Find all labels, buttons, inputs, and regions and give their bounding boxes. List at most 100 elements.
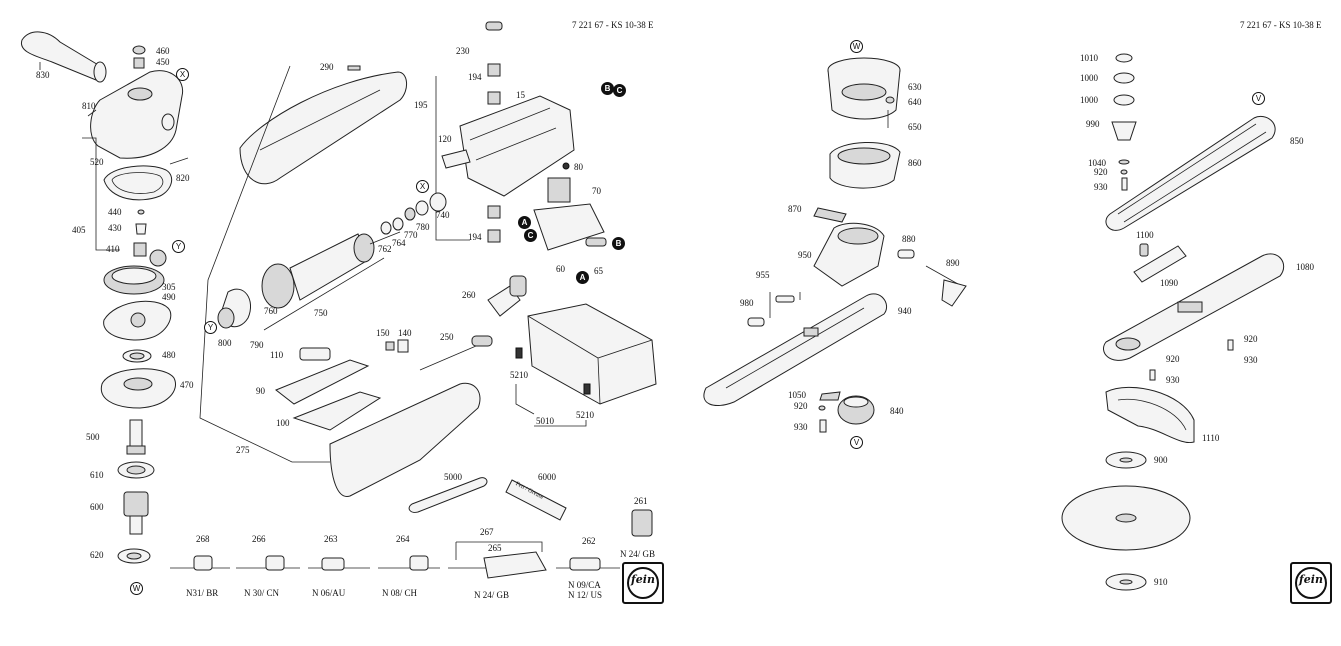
label-920-right-a: 920 bbox=[1094, 167, 1108, 177]
label-1090: 1090 bbox=[1160, 278, 1178, 288]
label-250: 250 bbox=[440, 332, 454, 342]
label-930-right-a: 930 bbox=[1094, 182, 1108, 192]
sheet-header-2: 7 221 67 - KS 10-38 E bbox=[1240, 20, 1322, 30]
label-610: 610 bbox=[90, 470, 104, 480]
label-275: 275 bbox=[236, 445, 250, 455]
label-65: 65 bbox=[594, 266, 603, 276]
label-930-right-c: 930 bbox=[1166, 375, 1180, 385]
label-90: 90 bbox=[256, 386, 265, 396]
label-470: 470 bbox=[180, 380, 194, 390]
label-762: 762 bbox=[378, 244, 392, 254]
label-194-top: 194 bbox=[468, 72, 482, 82]
marker-v-1: V bbox=[850, 436, 863, 449]
label-920-mid: 920 bbox=[794, 401, 808, 411]
label-990: 990 bbox=[1086, 119, 1100, 129]
label-890: 890 bbox=[946, 258, 960, 268]
label-920-right-c: 920 bbox=[1166, 354, 1180, 364]
fein-logo-2: fein bbox=[1290, 562, 1332, 604]
caption-n30-cn: N 30/ CN bbox=[244, 588, 280, 598]
label-1050: 1050 bbox=[788, 390, 806, 400]
marker-y-1: Y bbox=[172, 240, 185, 253]
label-600: 600 bbox=[90, 502, 104, 512]
label-790: 790 bbox=[250, 340, 264, 350]
label-800: 800 bbox=[218, 338, 232, 348]
label-910: 910 bbox=[1154, 577, 1168, 587]
caption-n09-ca: N 09/CA bbox=[568, 580, 601, 590]
logo-ring-icon bbox=[627, 567, 659, 599]
label-1000-b: 1000 bbox=[1080, 95, 1098, 105]
label-955: 955 bbox=[756, 270, 770, 280]
label-500: 500 bbox=[86, 432, 100, 442]
label-480: 480 bbox=[162, 350, 176, 360]
label-1080: 1080 bbox=[1296, 262, 1314, 272]
label-450: 450 bbox=[156, 57, 170, 67]
label-5210-left: 5210 bbox=[510, 370, 528, 380]
caption-n08-ch: N 08/ CH bbox=[382, 588, 418, 598]
label-880: 880 bbox=[902, 234, 916, 244]
marker-a-1: A bbox=[518, 216, 531, 229]
label-520: 520 bbox=[90, 157, 104, 167]
sheet-header-1: 7 221 67 - KS 10-38 E bbox=[572, 20, 654, 30]
marker-w-1: W bbox=[130, 582, 143, 595]
marker-b-2: B bbox=[612, 237, 625, 250]
label-70: 70 bbox=[592, 186, 601, 196]
label-930-mid: 930 bbox=[794, 422, 808, 432]
label-261: 261 bbox=[634, 496, 648, 506]
marker-w-2: W bbox=[850, 40, 863, 53]
label-262: 262 bbox=[582, 536, 596, 546]
label-950: 950 bbox=[798, 250, 812, 260]
label-980: 980 bbox=[740, 298, 754, 308]
label-1010: 1010 bbox=[1080, 53, 1098, 63]
label-100: 100 bbox=[276, 418, 290, 428]
label-266: 266 bbox=[252, 534, 266, 544]
label-410: 410 bbox=[106, 244, 120, 254]
label-870: 870 bbox=[788, 204, 802, 214]
label-940: 940 bbox=[898, 306, 912, 316]
marker-x-2: X bbox=[416, 180, 429, 193]
label-195: 195 bbox=[414, 100, 428, 110]
label-820: 820 bbox=[176, 173, 190, 183]
label-850: 850 bbox=[1290, 136, 1304, 146]
label-860: 860 bbox=[908, 158, 922, 168]
marker-v-2: V bbox=[1252, 92, 1265, 105]
caption-n12-us: N 12/ US bbox=[568, 590, 603, 600]
label-620: 620 bbox=[90, 550, 104, 560]
label-265: 265 bbox=[488, 543, 502, 553]
label-430: 430 bbox=[108, 223, 122, 233]
label-5010: 5010 bbox=[536, 416, 554, 426]
label-1040: 1040 bbox=[1088, 158, 1106, 168]
fein-logo-1: fein bbox=[622, 562, 664, 604]
label-5000: 5000 bbox=[444, 472, 462, 482]
label-194-bottom: 194 bbox=[468, 232, 482, 242]
label-770: 770 bbox=[404, 230, 418, 240]
label-900: 900 bbox=[1154, 455, 1168, 465]
marker-c-1: C bbox=[613, 84, 626, 97]
label-5210-right: 5210 bbox=[576, 410, 594, 420]
label-60: 60 bbox=[556, 264, 565, 274]
caption-n06-au: N 06/AU bbox=[312, 588, 346, 598]
label-120: 120 bbox=[438, 134, 452, 144]
marker-b-1: B bbox=[601, 82, 614, 95]
label-267: 267 bbox=[480, 527, 494, 537]
label-260: 260 bbox=[462, 290, 476, 300]
label-830: 830 bbox=[36, 70, 50, 80]
label-6000: 6000 bbox=[538, 472, 556, 482]
label-460: 460 bbox=[156, 46, 170, 56]
label-740: 740 bbox=[436, 210, 450, 220]
marker-c-2: C bbox=[524, 229, 537, 242]
label-760: 760 bbox=[264, 306, 278, 316]
label-264: 264 bbox=[396, 534, 410, 544]
label-750: 750 bbox=[314, 308, 328, 318]
logo-word: fein bbox=[1299, 573, 1323, 586]
logo-ring-icon bbox=[1295, 567, 1327, 599]
label-1110: 1110 bbox=[1202, 433, 1220, 443]
label-930-right-b: 930 bbox=[1244, 355, 1258, 365]
label-780: 780 bbox=[416, 222, 430, 232]
label-840: 840 bbox=[890, 406, 904, 416]
label-150: 150 bbox=[376, 328, 390, 338]
logo-word: fein bbox=[631, 573, 655, 586]
label-263: 263 bbox=[324, 534, 338, 544]
label-15: 15 bbox=[516, 90, 525, 100]
